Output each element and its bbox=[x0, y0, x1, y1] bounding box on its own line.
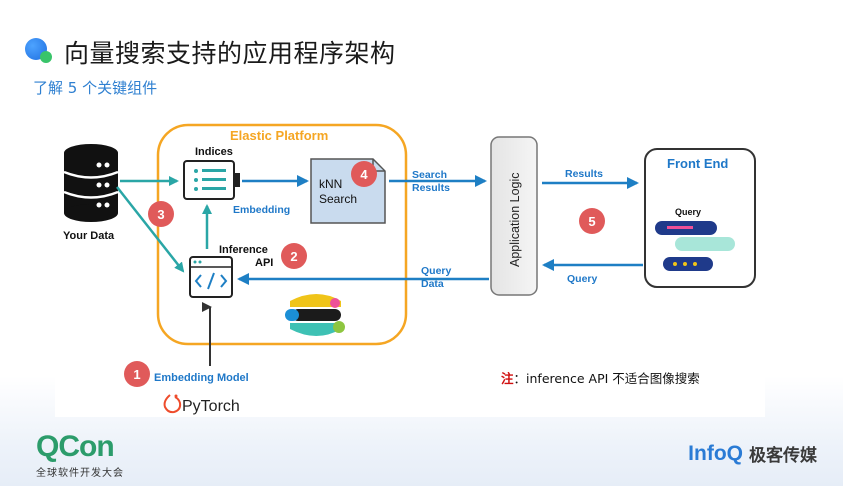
svg-text:5: 5 bbox=[588, 214, 595, 229]
infoq-cn-name: 极客传媒 bbox=[749, 446, 817, 466]
embedding-model-label: Embedding Model bbox=[154, 372, 249, 384]
application-logic-label: Application Logic bbox=[508, 172, 522, 267]
svg-text:3: 3 bbox=[157, 207, 164, 222]
inference-api-label: API bbox=[255, 257, 273, 269]
knn-label: kNN bbox=[319, 177, 342, 191]
qcon-logo: QCon 全球软件开发大会 bbox=[36, 430, 124, 480]
note-label: 注 bbox=[501, 371, 514, 386]
indices-label: Indices bbox=[195, 146, 233, 158]
architecture-diagram: Elastic Platform Your Data Indices Emb bbox=[55, 111, 765, 417]
infoq-logo: InfoQ 极客传媒 bbox=[688, 441, 817, 467]
search-results-label-1: Search bbox=[412, 169, 447, 181]
elastic-platform-box bbox=[156, 123, 408, 346]
results-label: Results bbox=[565, 168, 603, 180]
inference-label: Inference bbox=[219, 244, 268, 256]
slide-subtitle: 了解 5 个关键组件 bbox=[33, 79, 158, 97]
embedding-label: Embedding bbox=[233, 204, 290, 216]
search-results-label-2: Results bbox=[412, 182, 450, 194]
query-label: Query bbox=[567, 273, 598, 285]
application-logic-box bbox=[490, 136, 538, 296]
data-to-inference-arrow bbox=[116, 186, 185, 273]
indices-icon bbox=[183, 160, 240, 200]
note: 注：inference API 不适合图像搜索 bbox=[501, 371, 700, 386]
database-icon bbox=[63, 144, 119, 222]
title-bullet-accent-icon bbox=[40, 51, 52, 63]
qcon-wordmark: QCon bbox=[36, 430, 115, 463]
qcon-subtitle: 全球软件开发大会 bbox=[36, 468, 124, 479]
pytorch-icon bbox=[163, 394, 182, 414]
elastic-logo-icon bbox=[285, 294, 345, 336]
knn-search-label: Search bbox=[319, 192, 357, 206]
note-colon: ： bbox=[514, 371, 527, 386]
step-badge-2: 2 bbox=[281, 243, 307, 269]
front-end-box bbox=[644, 148, 756, 288]
query-data-label-2: Data bbox=[421, 278, 444, 290]
infoq-wordmark: InfoQ bbox=[688, 441, 743, 465]
elastic-platform-label: Elastic Platform bbox=[230, 128, 328, 143]
step-badge-5: 5 bbox=[579, 208, 605, 234]
code-window-icon bbox=[189, 256, 233, 298]
step-badge-3: 3 bbox=[148, 201, 174, 227]
step-badge-4: 4 bbox=[351, 161, 377, 187]
front-end-query-label: Query bbox=[675, 207, 701, 217]
note-text: inference API 不适合图像搜索 bbox=[526, 371, 700, 386]
svg-text:1: 1 bbox=[133, 367, 140, 382]
svg-text:2: 2 bbox=[290, 249, 297, 264]
your-data-label: Your Data bbox=[63, 230, 115, 242]
step-badge-1: 1 bbox=[124, 361, 150, 387]
svg-text:4: 4 bbox=[360, 167, 368, 182]
pytorch-label: PyTorch bbox=[182, 398, 240, 415]
slide-title: 向量搜索支持的应用程序架构 bbox=[64, 39, 396, 68]
query-data-label-1: Query bbox=[421, 265, 452, 277]
front-end-label: Front End bbox=[667, 156, 728, 171]
chat-bubbles-icon bbox=[655, 221, 735, 271]
